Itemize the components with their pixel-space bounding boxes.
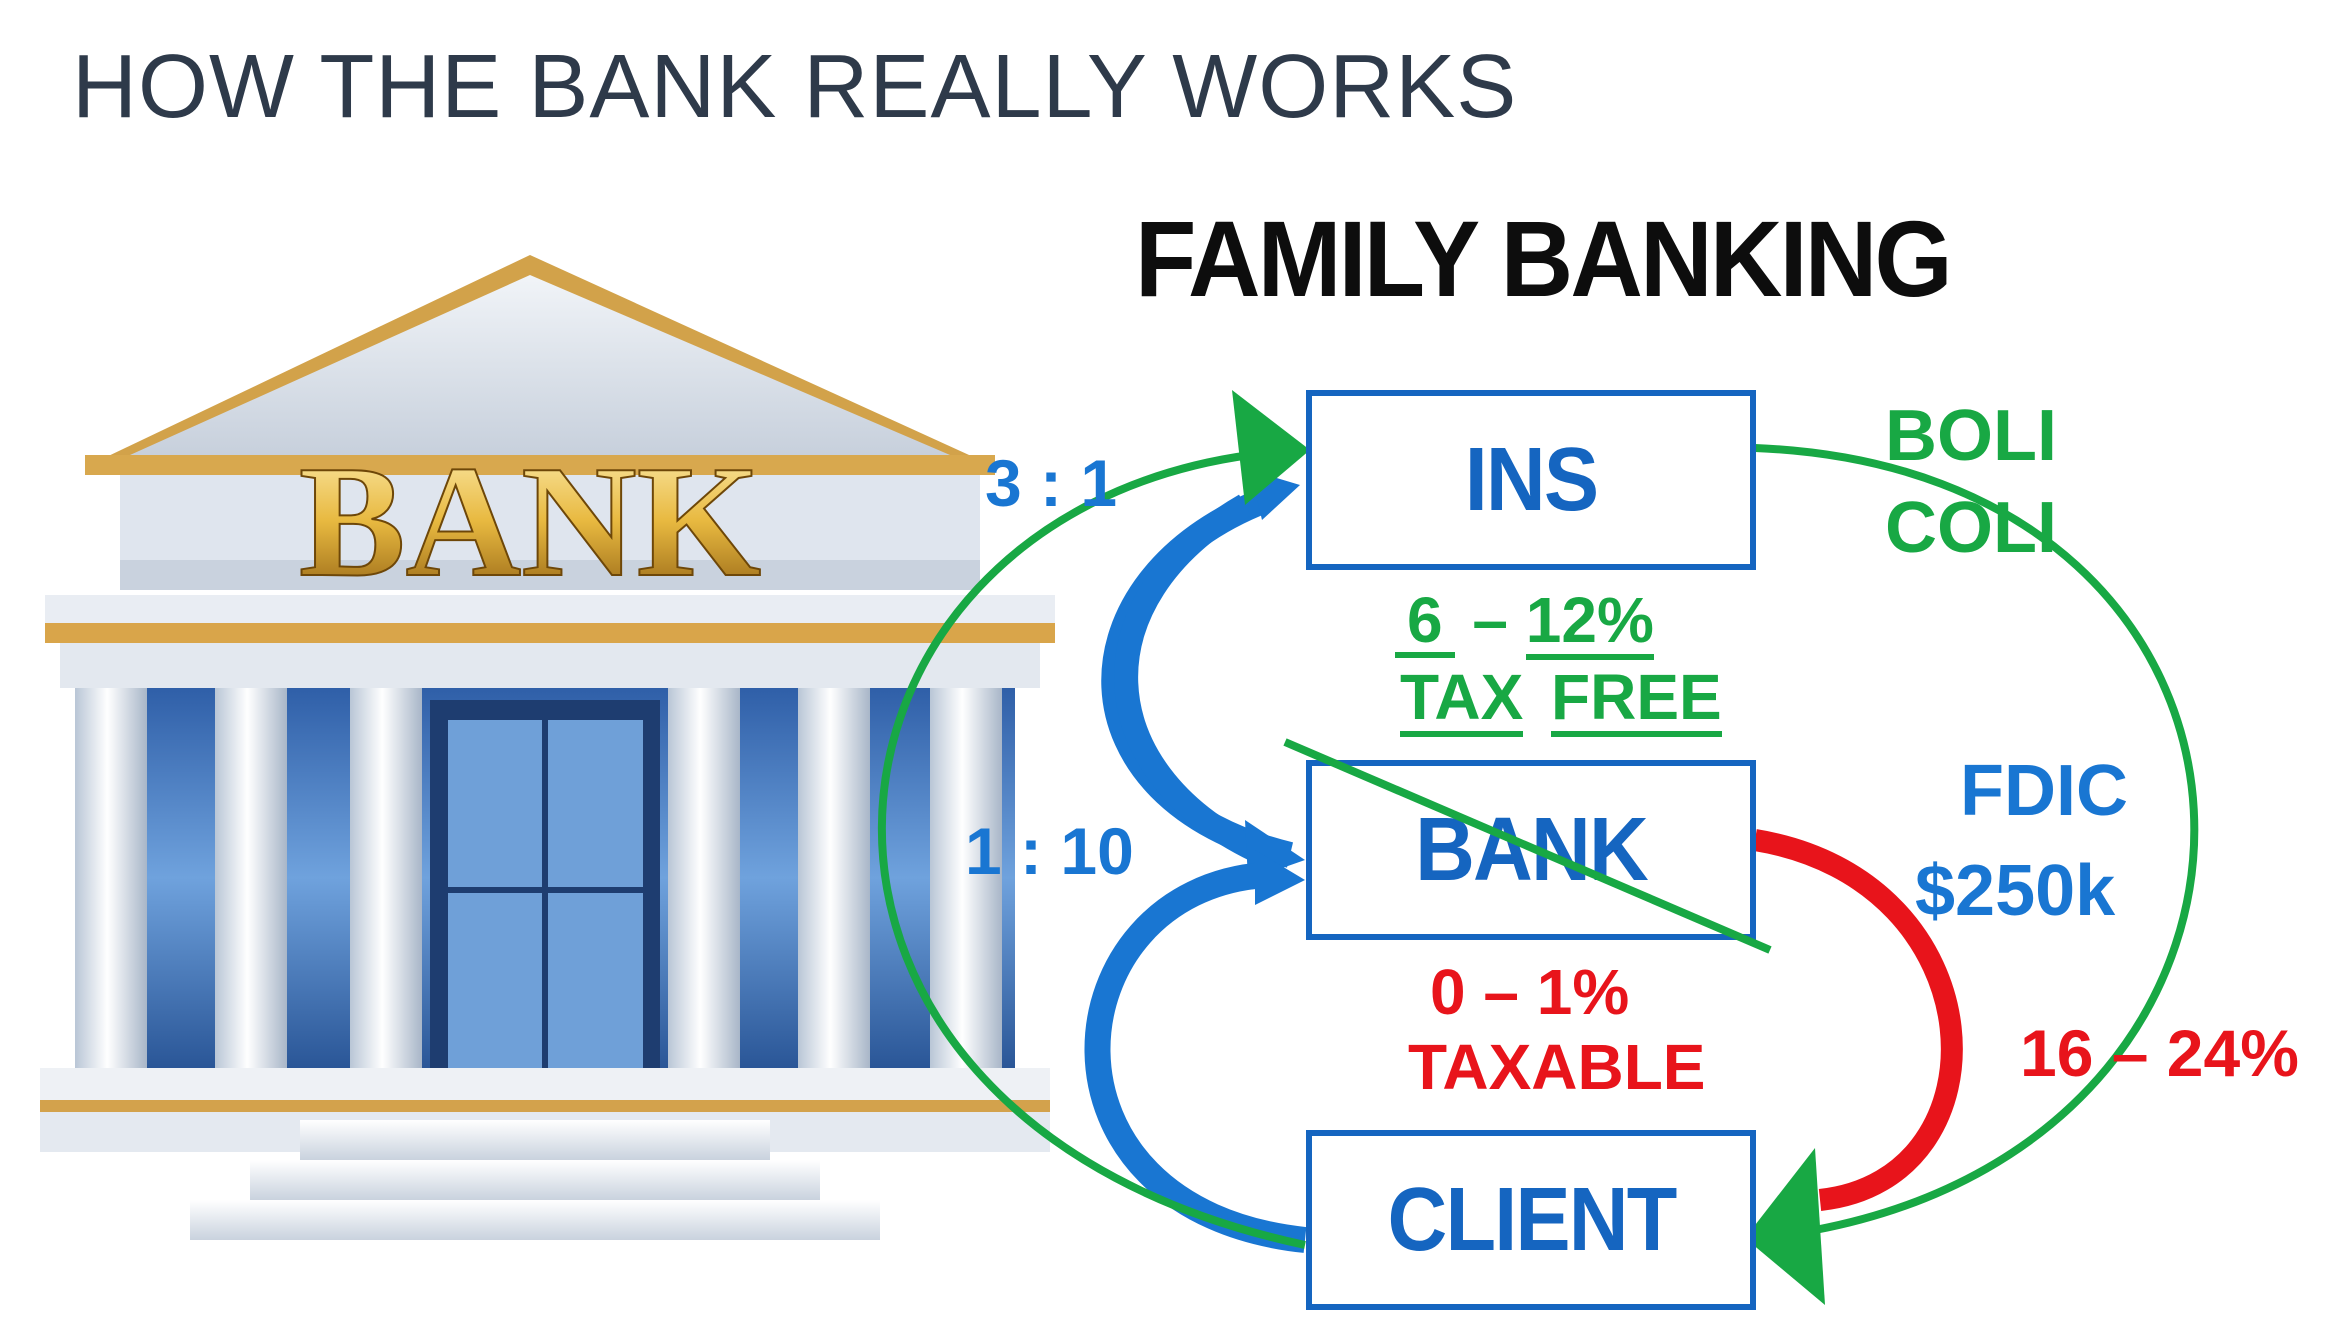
- fdic-label: FDIC: [1960, 751, 2128, 831]
- slide-title: HOW THE BANK REALLY WORKS: [72, 37, 1518, 137]
- boli-label: BOLI: [1885, 396, 2057, 476]
- diagram-title: FAMILY BANKING: [1135, 198, 1953, 319]
- ratio-bank-label: 1 : 10: [965, 814, 1134, 888]
- node-ins-label: INS: [1464, 429, 1599, 530]
- free-word: FREE: [1551, 665, 1722, 737]
- ins-rate-low: 6: [1395, 588, 1455, 658]
- green-arrow-ins-to-client: [1754, 444, 2199, 1234]
- blue-arrow-client-to-bank: [1084, 862, 1307, 1253]
- node-client-label: CLIENT: [1387, 1169, 1677, 1270]
- node-client: CLIENT: [1306, 1130, 1756, 1310]
- tax-free-label: TAX FREE: [1400, 665, 1722, 737]
- ratio-ins-label: 3 : 1: [985, 446, 1118, 520]
- blue-arrow-ins-to-bank: [1114, 494, 1261, 861]
- loan-rate-label: 16 – 24%: [2020, 1016, 2299, 1090]
- ins-rate-high: 12%: [1525, 588, 1654, 660]
- fdic-limit-label: $250k: [1915, 851, 2116, 931]
- coli-label: COLI: [1885, 488, 2057, 568]
- tax-word: TAX: [1400, 665, 1524, 737]
- red-arrow-bank-to-client: [1753, 829, 1963, 1211]
- bank-sign: BANK: [299, 432, 761, 610]
- bank-rate-label: 0 – 1%: [1430, 956, 1630, 1028]
- green-arrowhead-ins: [1232, 390, 1310, 505]
- node-ins: INS: [1306, 390, 1756, 570]
- green-arrowhead-client: [1745, 1148, 1825, 1305]
- bank-columns: [75, 688, 1002, 1068]
- green-arrow-client-to-ins: [878, 451, 1306, 1249]
- bank-building-image: BANK: [40, 255, 1055, 1240]
- ins-rate-dash: –: [1472, 584, 1508, 656]
- ins-rate-label: 6 – 12%: [1395, 588, 1654, 660]
- bank-tax-label: TAXABLE: [1408, 1031, 1706, 1103]
